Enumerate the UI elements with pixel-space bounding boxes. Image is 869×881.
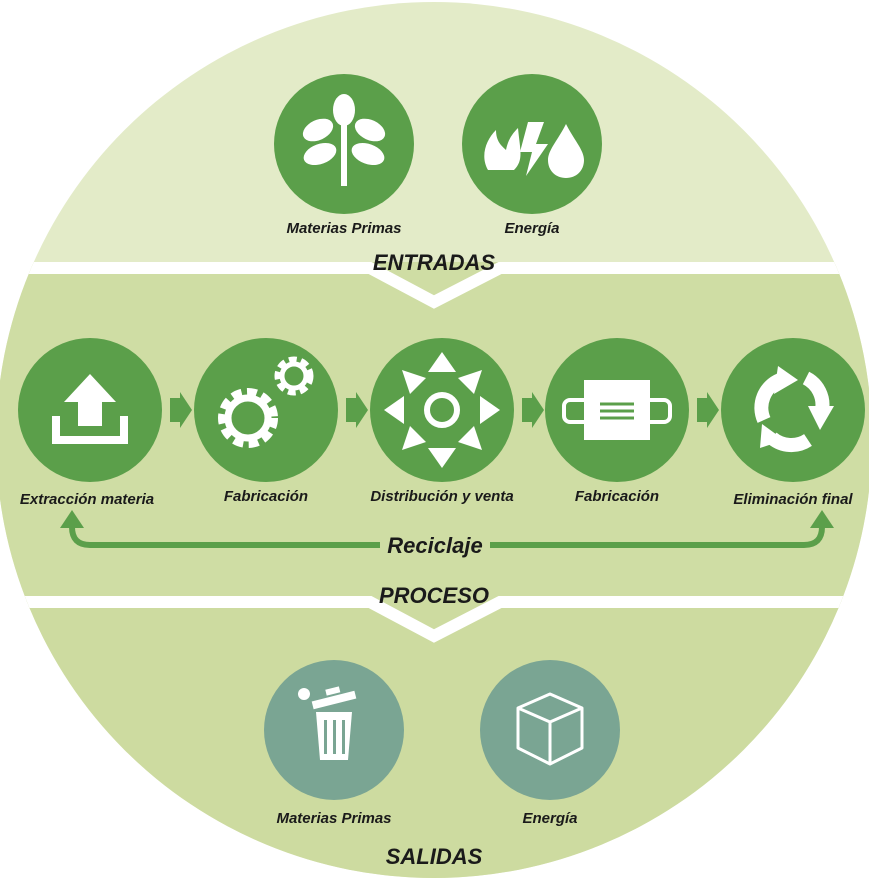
proceso-section: Extracción materia Fabricación [18, 338, 865, 608]
recycle-arrowhead-right [810, 510, 834, 528]
step-arrow-2 [346, 392, 368, 428]
step-fabricacion-2: Fabricación [545, 338, 689, 505]
step-arrow-3 [522, 392, 544, 428]
salida-materias-primas: Materias Primas [264, 660, 404, 827]
step-arrow-4 [697, 392, 719, 428]
cube-icon [516, 692, 584, 766]
distribution-arrows-icon [384, 352, 500, 468]
recycle-loop: Reciclaje [60, 510, 834, 558]
step-distribucion: Distribución y venta [370, 338, 514, 505]
step-extraccion: Extracción materia [18, 338, 162, 508]
salidas-section: Materias Primas Energía SALIDAS [264, 660, 620, 869]
entrada-energia: Energía [462, 74, 602, 237]
step-fabricacion-1: Fabricación [194, 338, 338, 505]
hands-box-icon [562, 380, 672, 440]
step-label-3: Distribución y venta [370, 488, 513, 505]
upload-tray-icon [52, 374, 128, 444]
entrada-materias-primas: Materias Primas [274, 74, 414, 237]
recycle-label: Reciclaje [387, 533, 482, 558]
step-label-2: Fabricación [224, 488, 308, 505]
step-label-4: Fabricación [575, 488, 659, 505]
proceso-title: PROCESO [379, 583, 489, 608]
top-divider [0, 262, 869, 309]
step-label-5: Eliminación final [733, 491, 853, 508]
step-arrow-1 [170, 392, 192, 428]
recycle-arrowheads [760, 366, 834, 448]
entradas-section: Materias Primas Energía ENTRADAS [274, 74, 602, 275]
bottom-divider [0, 596, 869, 643]
salidas-title: SALIDAS [386, 844, 483, 869]
step-label-1: Extracción materia [20, 491, 154, 508]
entradas-title: ENTRADAS [373, 250, 496, 275]
entrada-label-materias: Materias Primas [286, 220, 401, 237]
gears-icon [218, 356, 314, 448]
trash-bin-icon [298, 686, 357, 760]
entrada-label-energia: Energía [504, 220, 559, 237]
salida-label-energia: Energía [522, 810, 577, 827]
recycle-arrowhead-left [60, 510, 84, 528]
step-eliminacion: Eliminación final [721, 338, 865, 508]
salida-energia: Energía [480, 660, 620, 827]
plant-icon [302, 94, 386, 186]
fire-lightning-drop-icon [484, 122, 584, 178]
salida-label-materias: Materias Primas [276, 810, 391, 827]
